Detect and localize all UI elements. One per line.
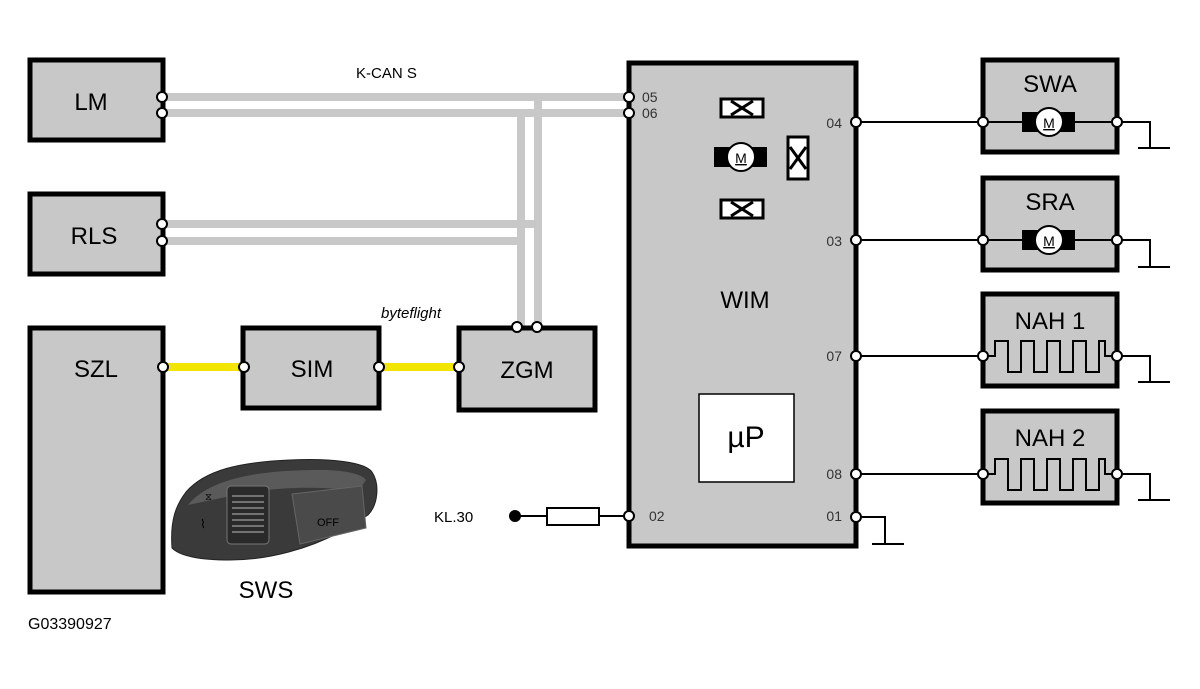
relay-icon: [719, 198, 765, 220]
heater-element-icon: [983, 458, 1117, 491]
rls-module: RLS: [27, 191, 166, 277]
nah1-label: NAH 1: [1015, 308, 1086, 335]
pin-03: 03: [826, 233, 842, 249]
pin-04: 04: [826, 115, 842, 131]
figure-id: G03390927: [28, 616, 112, 633]
rls-label: RLS: [71, 223, 118, 250]
wim-label: WIM: [720, 287, 769, 314]
zgm-module: ZGM: [456, 325, 598, 413]
motor-icon: M: [1022, 225, 1075, 255]
lm-label: LM: [74, 89, 107, 116]
heater-element-icon: [983, 340, 1117, 373]
pin-06: 06: [642, 105, 658, 121]
szl-module: SZL: [27, 325, 166, 595]
swa-module: SWA M: [980, 57, 1170, 155]
sws-label: SWS: [239, 577, 294, 604]
pin-01: 01: [826, 508, 842, 524]
motor-icon: M: [1022, 107, 1075, 137]
kcan-label: K-CAN S: [356, 65, 417, 82]
sra-label: SRA: [1025, 189, 1074, 216]
zgm-label: ZGM: [500, 357, 553, 384]
motor-symbol: M: [1043, 115, 1055, 131]
sim-module: SIM: [240, 325, 382, 411]
pin-02: 02: [649, 508, 665, 524]
pin-05: 05: [642, 89, 658, 105]
connection-terminals: [156, 91, 1123, 523]
byteflight-label: byteflight: [381, 305, 442, 322]
wim-module: WIM µP M: [626, 60, 859, 549]
wiper-stalk-switch-image: ⧖ ⌇ OFF: [171, 459, 378, 561]
pin-08: 08: [826, 466, 842, 482]
actuator-wires: [856, 121, 983, 545]
sra-module: SRA M: [980, 175, 1170, 273]
kcan-bus: [162, 93, 628, 326]
fuse-icon: [546, 507, 600, 526]
washer-icon: ⌇: [200, 517, 206, 531]
swa-label: SWA: [1023, 71, 1077, 98]
relay-icon: [786, 135, 810, 181]
motor-symbol: M: [735, 150, 747, 166]
pin-07: 07: [826, 348, 842, 364]
kl30-label: KL.30: [434, 509, 473, 526]
kl30-supply: KL.30: [434, 507, 629, 526]
nah2-label: NAH 2: [1015, 425, 1086, 452]
nah2-module: NAH 2: [980, 408, 1170, 506]
lm-module: LM: [27, 57, 166, 143]
relay-icon: [719, 97, 765, 119]
microprocessor-label: µP: [727, 421, 764, 454]
microprocessor-box: [698, 393, 795, 483]
off-label: OFF: [317, 517, 339, 529]
szl-label: SZL: [74, 356, 118, 383]
motor-symbol: M: [1043, 233, 1055, 249]
nah1-module: NAH 1: [980, 291, 1170, 389]
sim-label: SIM: [291, 356, 334, 383]
intermittent-icon: ⧖: [205, 492, 212, 503]
motor-icon: M: [714, 142, 767, 172]
